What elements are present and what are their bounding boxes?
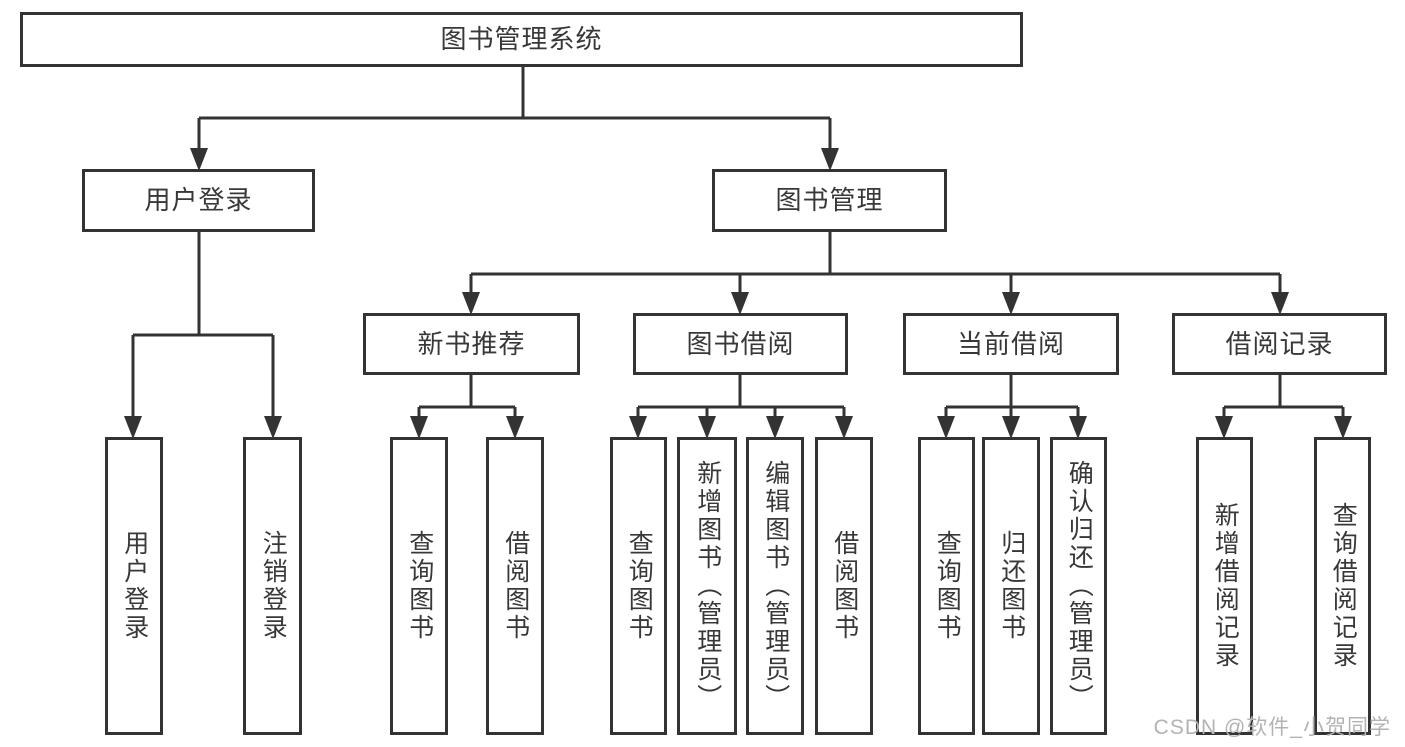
- arrow-down-icon: [1271, 292, 1289, 315]
- node-book-management: 图书管理: [712, 169, 947, 232]
- leaf-return-books: 归还图书: [982, 437, 1040, 735]
- node-current-borrowing: 当前借阅: [903, 313, 1119, 375]
- node-user-login: 用户登录: [82, 169, 315, 232]
- arrow-down-icon: [506, 416, 524, 439]
- leaf-logout: 注销登录: [243, 437, 302, 735]
- arrow-down-icon: [698, 416, 716, 439]
- arrow-down-icon: [190, 148, 208, 171]
- node-library-management-system: 图书管理系统: [20, 12, 1023, 67]
- leaf-query-books-recommend: 查询图书: [390, 437, 448, 735]
- arrow-down-icon: [462, 292, 480, 315]
- leaf-add-books-admin: 新增图书（管理员）: [677, 437, 737, 735]
- arrow-down-icon: [731, 292, 749, 315]
- arrowheads: [124, 148, 1352, 439]
- arrow-down-icon: [766, 416, 784, 439]
- leaf-confirm-return-admin: 确认归还（管理员）: [1050, 437, 1107, 735]
- connector-new-book-recommend-to-children: [417, 375, 517, 417]
- arrow-down-icon: [629, 416, 647, 439]
- node-book-borrowing: 图书借阅: [633, 313, 848, 375]
- leaf-query-books-borrowing: 查询图书: [610, 437, 667, 735]
- arrow-down-icon: [264, 416, 282, 439]
- connector-user-login-to-children: [131, 232, 275, 417]
- arrow-down-icon: [937, 416, 955, 439]
- connector-current-borrowing-to-children: [944, 375, 1080, 417]
- arrow-down-icon: [1002, 292, 1020, 315]
- arrow-down-icon: [1069, 416, 1087, 439]
- arrow-down-icon: [1002, 416, 1020, 439]
- node-new-book-recommend: 新书推荐: [363, 313, 580, 375]
- connector-book-management-to-level3: [469, 232, 1282, 293]
- node-borrowing-records: 借阅记录: [1172, 313, 1387, 375]
- arrow-down-icon: [835, 416, 853, 439]
- arrow-down-icon: [1215, 416, 1233, 439]
- connector-root-to-level2: [197, 67, 832, 150]
- arrow-down-icon: [410, 416, 428, 439]
- leaf-query-borrow-record: 查询借阅记录: [1314, 437, 1371, 735]
- arrow-down-icon: [1334, 416, 1352, 439]
- leaf-add-borrow-record: 新增借阅记录: [1196, 437, 1253, 735]
- leaf-user-login: 用户登录: [105, 437, 163, 735]
- leaf-borrow-books: 借阅图书: [815, 437, 873, 735]
- csdn-watermark: CSDN @软件_小贺同学: [1153, 716, 1391, 739]
- arrow-down-icon: [821, 148, 839, 171]
- connector-book-borrowing-to-children: [636, 375, 846, 417]
- connector-borrowing-records-to-children: [1222, 375, 1345, 417]
- leaf-query-books-current: 查询图书: [918, 437, 975, 735]
- leaf-borrow-books-recommend: 借阅图书: [486, 437, 544, 735]
- leaf-edit-books-admin: 编辑图书（管理员）: [746, 437, 804, 735]
- arrow-down-icon: [124, 416, 142, 439]
